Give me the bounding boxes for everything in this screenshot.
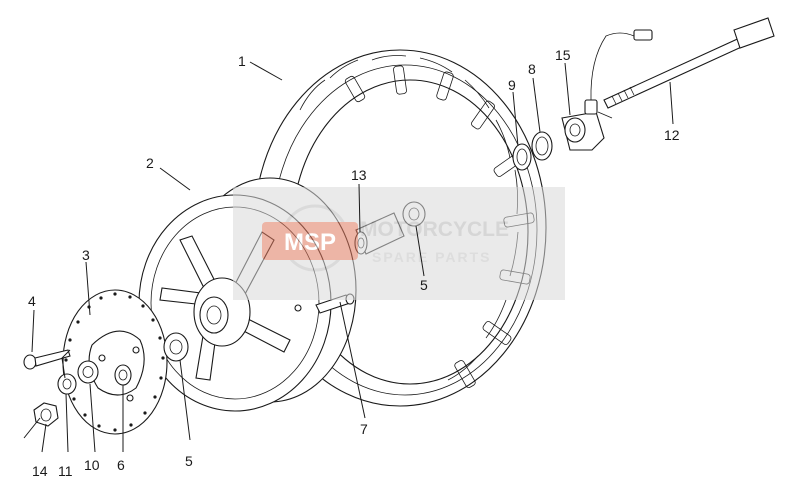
callout-11: 11: [58, 463, 73, 479]
callout-labels: 1 2 3 4 5 5 6 7 8 9 10 11 12 13 14 15: [28, 47, 680, 479]
axle-part: [603, 17, 775, 109]
callout-6: 6: [117, 457, 125, 473]
callout-10: 10: [84, 457, 100, 473]
callout-5-right: 5: [420, 277, 428, 293]
watermark-logo-text: MSP: [284, 229, 336, 256]
callout-13: 13: [351, 167, 367, 183]
seal-part-9: [512, 143, 532, 171]
callout-8: 8: [528, 61, 536, 77]
watermark-line2: SPARE PARTS: [372, 249, 492, 265]
callout-12: 12: [664, 127, 680, 143]
callout-15: 15: [555, 47, 571, 63]
nut-part-14: [33, 402, 59, 427]
callout-3: 3: [82, 247, 90, 263]
speedometer-drive-part: [561, 29, 653, 151]
callout-2: 2: [146, 155, 154, 171]
spacer-part-10: [77, 360, 99, 384]
leader-lines: [23, 61, 674, 453]
callout-4: 4: [28, 293, 36, 309]
callout-5-left: 5: [185, 453, 193, 469]
callout-14: 14: [32, 463, 48, 479]
watermark-line1: MOTORCYCLE: [360, 218, 509, 241]
callout-1: 1: [238, 53, 246, 69]
watermark: MSP MOTORCYCLE SPARE PARTS: [233, 187, 565, 300]
brake-disc-part: [62, 289, 168, 435]
ring-part-8: [531, 131, 553, 161]
callout-7: 7: [360, 421, 368, 437]
callout-9: 9: [508, 77, 516, 93]
disc-bolt-part: [23, 349, 71, 370]
washer-part-11: [57, 373, 77, 395]
bearing-part-left: [163, 332, 189, 362]
